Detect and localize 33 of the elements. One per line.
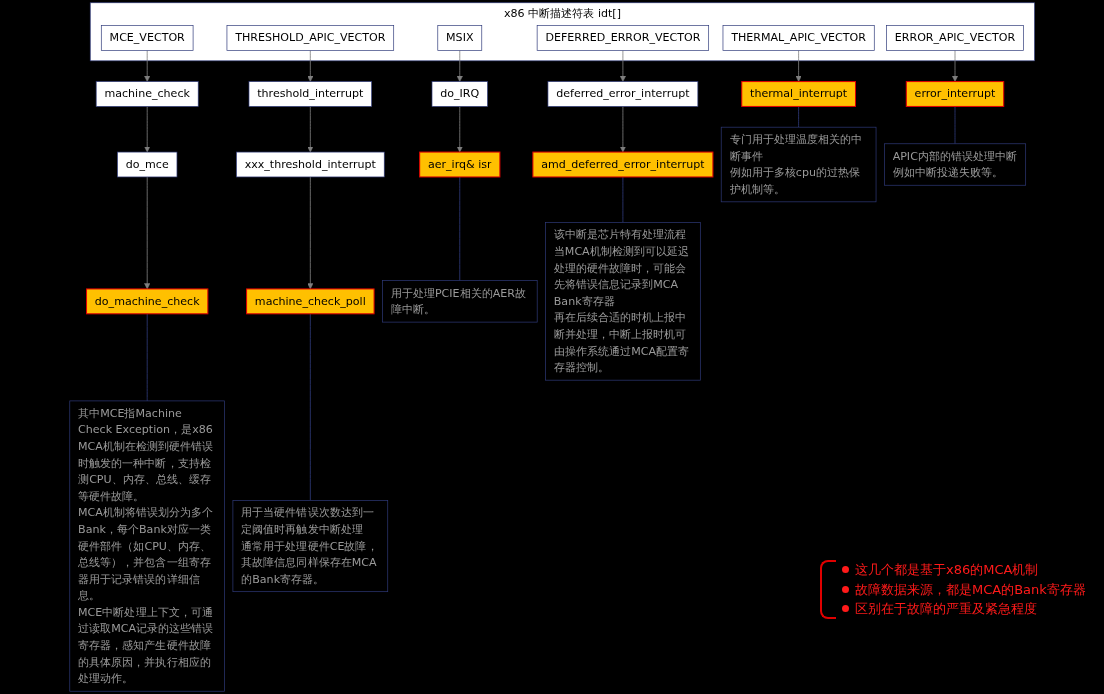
node-box: THRESHOLD_APIC_VECTOR xyxy=(226,25,394,51)
node-box: do_mce xyxy=(116,151,178,178)
connector xyxy=(459,176,460,282)
node-box: machine_check xyxy=(95,81,199,107)
node-box: xxx_threshold_interrupt xyxy=(235,151,385,178)
node-box: thermal_interrupt xyxy=(741,81,856,107)
node-box: THERMAL_APIC_VECTOR xyxy=(722,25,875,51)
node-box: amd_deferred_error_interrupt xyxy=(532,151,714,178)
node-box: MCE_VECTOR xyxy=(100,25,194,51)
node-box: machine_check_poll xyxy=(245,288,375,315)
connector xyxy=(798,106,799,128)
node-box: do_machine_check xyxy=(85,288,209,315)
node-box: error_interrupt xyxy=(905,81,1005,107)
note-text: 这几个都是基于x86的MCA机制 xyxy=(855,561,1039,579)
node-box: DEFERRED_ERROR_VECTOR xyxy=(536,25,709,51)
note-text: 故障数据来源，都是MCA的Bank寄存器 xyxy=(855,580,1086,599)
node-box: threshold_interrupt xyxy=(248,81,372,107)
connector xyxy=(954,106,956,145)
node-box: 用于处理PCIE相关的AER故障中断。 xyxy=(381,280,538,323)
node-box: 其中MCE指Machine Check Exception，是x86 MCA机制在检测到硬件错误时触发的一种中断，支持检测CPU、内存、总线、缓存等硬件故障。 MCA机制将错误划分为多个Bank，每个Bank对应一类硬件部件（如CPU、内存、总线等），并包含一组寄存器用于记录错误的详细信息。 MCE中断处理上下文，可通过读取MCA记录的这些错误寄存器，感知产生硬件故障的具体原因，并执行相应的处理动作。 xyxy=(69,400,225,692)
node-box: do_IRQ xyxy=(431,81,488,107)
connector xyxy=(146,313,148,402)
node-box: APIC内部的错误处理中断 例如中断投递失败等。 xyxy=(883,143,1026,186)
node-box: 专门用于处理温度相关的中断事件 例如用于多核cpu的过热保护机制等。 xyxy=(720,126,877,203)
connector xyxy=(622,176,624,223)
node-box: MSIX xyxy=(437,25,482,51)
node-box: 用于当硬件错误次数达到一定阈值时再触发中断处理 通常用于处理硬件CE故障，其故障信息同样保存在MCA的Bank寄存器。 xyxy=(232,500,388,593)
node-box: ERROR_APIC_VECTOR xyxy=(885,25,1024,51)
node-box: aer_irq& isr xyxy=(418,151,501,178)
note-text: 区别在于故障的严重及紧急程度 xyxy=(855,600,1037,618)
node-box: deferred_error_interrupt xyxy=(547,81,699,107)
connector xyxy=(309,313,311,501)
node-box: 该中断是芯片特有处理流程 当MCA机制检测到可以延迟处理的硬件故障时，可能会先将错误信息记录到MCA Bank寄存器 再在后续合适的时机上报中断并处理，中断上报时机可由操作系统通过MCA配置寄存器控制。 xyxy=(544,222,701,381)
